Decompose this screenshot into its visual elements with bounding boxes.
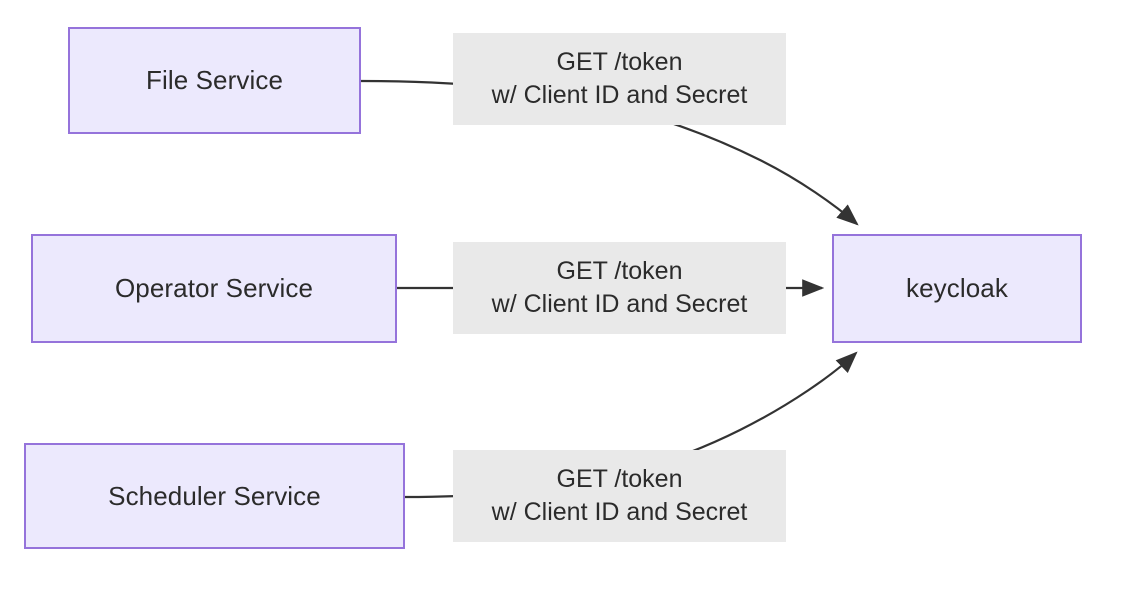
edge-label-operator-to-keycloak: GET /token w/ Client ID and Secret bbox=[453, 242, 786, 334]
node-operator-service[interactable]: Operator Service bbox=[31, 234, 397, 343]
edge-label-file-to-keycloak: GET /token w/ Client ID and Secret bbox=[453, 33, 786, 125]
node-keycloak[interactable]: keycloak bbox=[832, 234, 1082, 343]
node-file-service[interactable]: File Service bbox=[68, 27, 361, 134]
node-label: Operator Service bbox=[114, 273, 314, 303]
edge-label-line-2: w/ Client ID and Secret bbox=[491, 498, 748, 526]
edge-label-line-1: GET /token bbox=[556, 465, 683, 493]
node-label: Scheduler Service bbox=[108, 480, 321, 511]
edge-label-line-2: w/ Client ID and Secret bbox=[491, 81, 748, 109]
node-label: keycloak bbox=[906, 273, 1008, 303]
node-label: File Service bbox=[145, 65, 283, 95]
edge-label-scheduler-to-keycloak: GET /token w/ Client ID and Secret bbox=[453, 450, 786, 542]
edge-label-line-2: w/ Client ID and Secret bbox=[491, 290, 748, 318]
edge-label-line-1: GET /token bbox=[556, 257, 683, 285]
node-scheduler-service[interactable]: Scheduler Service bbox=[24, 443, 405, 549]
edge-label-line-1: GET /token bbox=[556, 48, 683, 76]
